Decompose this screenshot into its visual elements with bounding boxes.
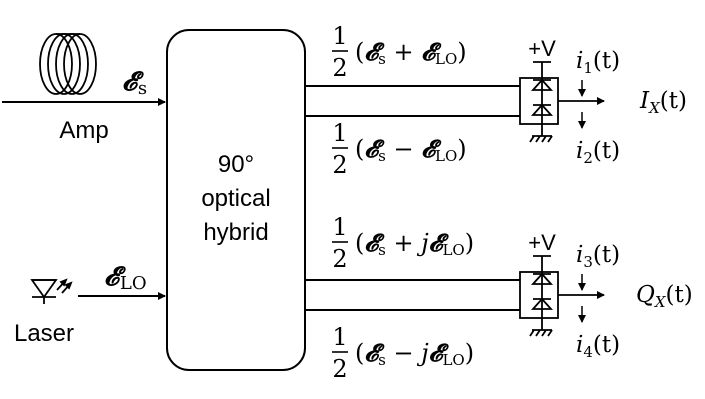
svg-text:2: 2 (332, 355, 347, 383)
svg-text:2: 2 (332, 151, 347, 179)
output-label-3: 1 2 (𝓔s + j𝓔LO) (332, 213, 474, 273)
laser-diode-icon (30, 278, 73, 304)
laser-label: Laser (14, 320, 74, 347)
current-label-i2: i2(t) (576, 138, 620, 167)
amp-label: Amp (59, 117, 108, 144)
supply-label-q: +V (528, 230, 556, 255)
hybrid-label-line1: 90° (218, 151, 254, 178)
svg-text:2: 2 (332, 54, 347, 82)
optical-hybrid-box (166, 29, 306, 371)
photodiode-pair-icon (519, 61, 559, 143)
hybrid-label-line3: hybrid (203, 219, 268, 246)
svg-text:2: 2 (332, 245, 347, 273)
svg-text:(𝓔s − j𝓔LO): (𝓔s − j𝓔LO) (355, 338, 474, 369)
svg-text:1: 1 (332, 323, 347, 351)
supply-label-i: +V (528, 36, 556, 61)
svg-text:(𝓔s + j𝓔LO): (𝓔s + j𝓔LO) (355, 228, 474, 259)
lo-label: 𝓔LO (104, 262, 147, 294)
output-label-2: 1 2 (𝓔s − 𝓔LO) (332, 119, 467, 179)
output-signal-q: QX(t) (636, 282, 693, 311)
balanced-detector-q: +V i3(t) i4(t) QX(t) (519, 230, 693, 361)
output-signal-i: IX(t) (639, 88, 687, 117)
svg-text:1: 1 (332, 119, 347, 147)
svg-text:(𝓔s + 𝓔LO): (𝓔s + 𝓔LO) (355, 37, 467, 68)
signal-label: 𝓔s (122, 67, 147, 99)
current-label-i4: i4(t) (576, 332, 620, 361)
photodiode-pair-icon (519, 255, 559, 337)
svg-text:(𝓔s − 𝓔LO): (𝓔s − 𝓔LO) (355, 134, 467, 165)
balanced-detector-i: +V i1(t) i2(t) IX(t) (519, 36, 687, 167)
amplifier-spool-icon (39, 33, 97, 95)
svg-text:1: 1 (332, 213, 347, 241)
current-label-i3: i3(t) (576, 242, 620, 271)
output-label-1: 1 2 (𝓔s + 𝓔LO) (332, 22, 467, 82)
svg-text:1: 1 (332, 22, 347, 50)
hybrid-label-line2: optical (201, 185, 270, 212)
current-label-i1: i1(t) (576, 48, 620, 77)
output-label-4: 1 2 (𝓔s − j𝓔LO) (332, 323, 474, 383)
